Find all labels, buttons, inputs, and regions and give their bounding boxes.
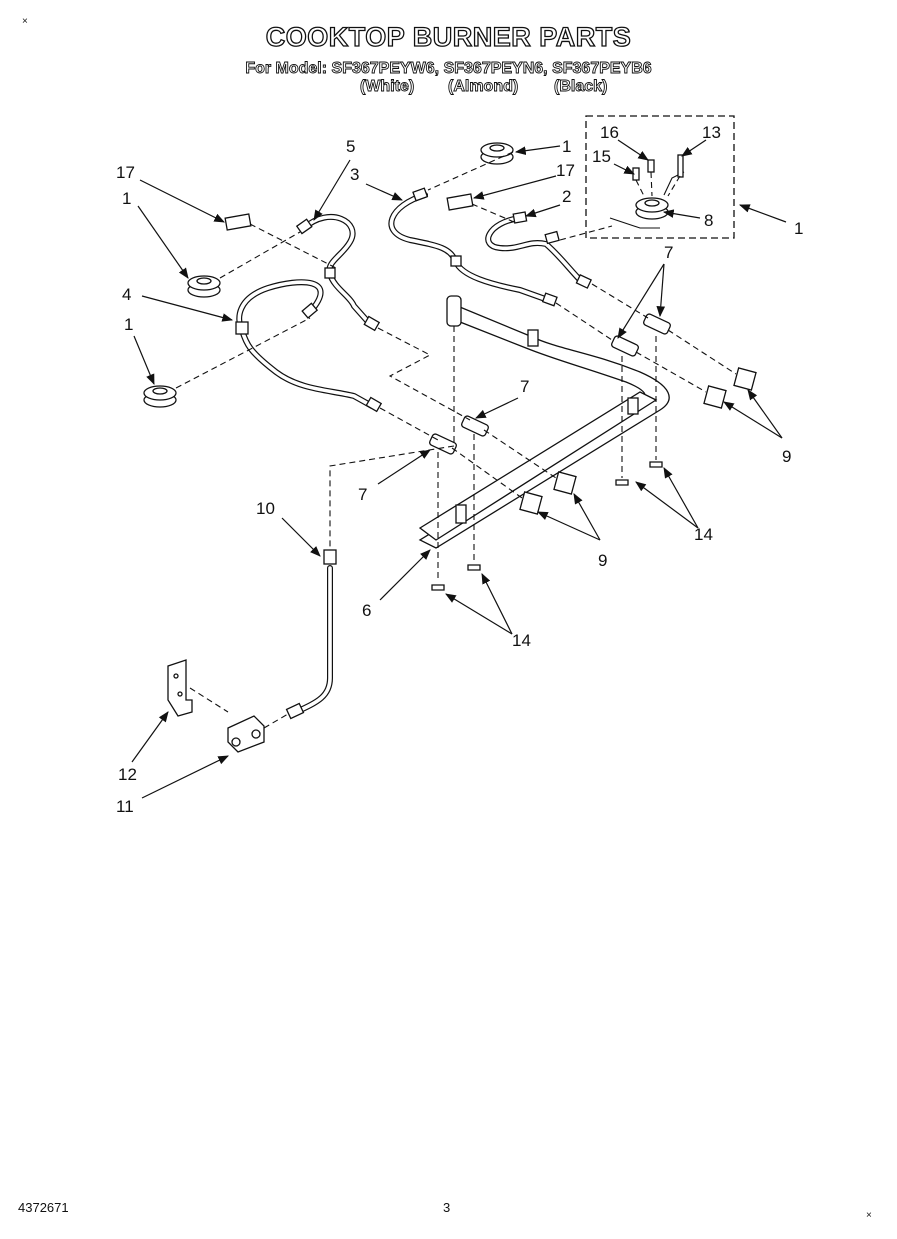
- tube-10: [293, 565, 333, 715]
- callout-7: 7: [664, 243, 673, 262]
- callout-4: 4: [122, 285, 131, 304]
- page-title: COOKTOP BURNER PARTS: [265, 21, 632, 52]
- spark-module-part-11: [227, 715, 265, 753]
- burner-head-top: [480, 142, 514, 165]
- leader-lines: [131, 139, 787, 799]
- alignment-lines: [175, 151, 737, 729]
- page-number: 3: [443, 1200, 451, 1215]
- callout-1: 1: [562, 137, 571, 156]
- model-list: For Model: SF367PEYW6, SF367PEYN6, SF367…: [245, 60, 652, 78]
- callout-16: 16: [600, 123, 619, 142]
- callout-1: 1: [124, 315, 133, 334]
- callout-7: 7: [520, 377, 529, 396]
- callout-11: 11: [116, 797, 134, 816]
- color-white: (White): [360, 78, 415, 96]
- tube-2: [485, 215, 585, 285]
- bracket-part-17: [224, 193, 474, 231]
- svg-text:×: ×: [22, 16, 28, 27]
- color-almond: (Almond): [448, 78, 519, 96]
- valve-clamps-part-9: [519, 367, 757, 515]
- callout-12: 12: [118, 765, 137, 784]
- burner-head-detail: [609, 171, 685, 229]
- callout-10: 10: [256, 499, 275, 518]
- callout-14: 14: [512, 631, 531, 650]
- tube-5: [301, 214, 373, 327]
- callout-8: 8: [704, 211, 713, 230]
- callout-5: 5: [346, 137, 355, 156]
- callout-14: 14: [694, 525, 713, 544]
- screws-part-14: [431, 461, 663, 591]
- callout-17: 17: [556, 161, 575, 180]
- tube-3: [388, 192, 551, 303]
- manifold-part-6: [418, 295, 670, 549]
- callout-15: 15: [592, 147, 611, 166]
- document-number: 4372671: [18, 1200, 69, 1215]
- color-black: (Black): [554, 78, 608, 96]
- tube-fittings: [235, 187, 592, 720]
- callout-7: 7: [358, 485, 367, 504]
- callout-2: 2: [562, 187, 571, 206]
- burner-head-left-upper: [187, 275, 221, 298]
- callout-9: 9: [598, 551, 607, 570]
- callout-13: 13: [702, 123, 721, 142]
- callout-17: 17: [116, 163, 135, 182]
- callout-labels: 1 1 1 1 2 3 4 5 6 7 7 7 8 9 9 10 11 12 1…: [116, 123, 803, 816]
- svg-text:×: ×: [866, 1210, 872, 1221]
- detail-box: [585, 115, 735, 239]
- callout-6: 6: [362, 601, 371, 620]
- callout-1: 1: [122, 189, 131, 208]
- burner-head-left-lower: [143, 385, 177, 408]
- callout-9: 9: [782, 447, 791, 466]
- callout-1: 1: [794, 219, 803, 238]
- mounting-bracket-part-12: [167, 659, 193, 717]
- callout-3: 3: [350, 165, 359, 184]
